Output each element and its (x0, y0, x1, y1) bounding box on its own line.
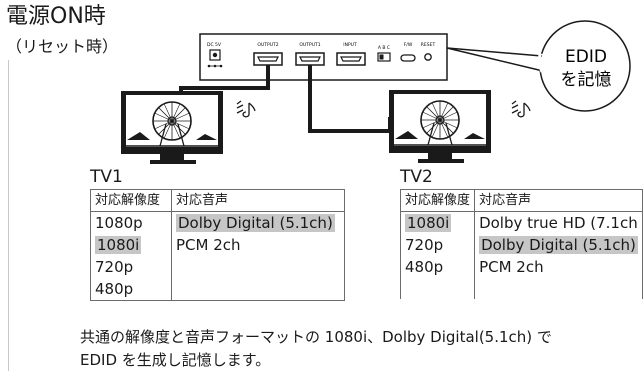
speaker-sound-icon (511, 100, 531, 118)
tv1-res-item: 480p (95, 278, 167, 300)
fw-port (400, 54, 416, 62)
output1-port (295, 52, 325, 66)
tv1-label: TV1 (90, 167, 123, 187)
dc-label: DC 5V (207, 42, 222, 48)
tv2-res-text-highlighted: 1080i (405, 214, 452, 232)
tv1-res-item: 1080p (95, 212, 167, 234)
dip-switch-icon (377, 52, 391, 62)
edid-device: DC 5V OUTPUT2 OUTPUT1 INPUT A B C F/W RE… (199, 33, 448, 81)
power-jack-icon (207, 49, 223, 68)
tv2-audio-text: PCM 2ch (479, 258, 544, 276)
tv2-res-text: 480p (405, 258, 444, 276)
tv1-res-text: 1080p (95, 214, 143, 232)
tv2-spec-table: 対応解像度 対応音声 1080i 720p 480p Dolby true HD… (400, 189, 643, 299)
tv1-audio-text: PCM 2ch (176, 236, 241, 254)
tv1-stand (160, 154, 184, 160)
caption-line1: 共通の解像度と音声フォーマットの 1080i、Dolby Digital(5.1… (80, 328, 552, 346)
tv1-audio-cell: Dolby Digital (5.1ch) PCM 2ch (171, 211, 345, 301)
output2-label: OUTPUT2 (257, 42, 278, 48)
tv2-audio-text-highlighted: Dolby Digital (5.1ch) (479, 236, 638, 254)
page-title: 電源ON時 (6, 4, 106, 29)
abc-label: A B C (378, 45, 390, 51)
callout-pointer-top (446, 47, 543, 57)
tv2-stand (428, 153, 452, 159)
tv2-audio-text: Dolby true HD (7.1ch (479, 214, 638, 232)
tv2-res-item: 1080i (405, 212, 470, 234)
tv2-res-item: 720p (405, 234, 470, 256)
tv1-monitor (121, 91, 223, 164)
page-subtitle: （リセット時） (6, 37, 119, 56)
tv1-res-item: 1080i (95, 234, 167, 256)
ferris-wheel-icon (394, 100, 486, 146)
tv2-audio-item: PCM 2ch (479, 256, 638, 278)
tv2-res-text: 720p (405, 236, 444, 254)
tv1-res-text: 720p (95, 258, 134, 276)
tv2-table-clip: 対応解像度 対応音声 1080i 720p 480p Dolby true HD… (400, 189, 643, 299)
tv1-audio-item: Dolby Digital (5.1ch) (176, 212, 340, 234)
connection-diagram: DC 5V OUTPUT2 OUTPUT1 INPUT A B C F/W RE… (121, 20, 631, 164)
tv2-res-item: 480p (405, 256, 470, 278)
tv2-resolution-cell: 1080i 720p 480p (400, 211, 476, 299)
tv2-base (418, 159, 464, 163)
tv2-audio-item: Dolby true HD (7.1ch (479, 212, 638, 234)
tv2-audio-cell: Dolby true HD (7.1ch Dolby Digital (5.1c… (474, 211, 643, 299)
frame-divider (8, 60, 9, 371)
output2-port (253, 52, 283, 66)
callout-pointer-bottom (446, 47, 544, 72)
tv2-audio-item: Dolby Digital (5.1ch) (479, 234, 638, 256)
tv2-label: TV2 (400, 167, 433, 187)
caption-line2: EDID を生成し記憶します。 (80, 351, 271, 369)
ferris-wheel-icon (126, 101, 218, 147)
edid-callout: EDID を記憶 (446, 20, 631, 112)
tv2-col-resolution: 対応解像度 (400, 189, 476, 212)
callout-line1: EDID (565, 47, 607, 67)
tv1-col-resolution: 対応解像度 (90, 189, 172, 212)
output1-label: OUTPUT1 (299, 42, 320, 48)
reset-button (424, 53, 432, 61)
tv1-resolution-cell: 1080p 1080i 720p 480p (90, 211, 172, 301)
tv1-res-item: 720p (95, 256, 167, 278)
tv1-res-text-highlighted: 1080i (95, 236, 142, 254)
tv1-audio-item: PCM 2ch (176, 234, 340, 256)
reset-label: RESET (421, 42, 436, 48)
tv2-monitor (389, 90, 491, 163)
tv1-base (150, 160, 196, 164)
tv1-res-text: 480p (95, 280, 134, 298)
tv1-col-audio: 対応音声 (171, 189, 345, 212)
input-label: INPUT (343, 42, 357, 48)
tv2-col-audio: 対応音声 (474, 189, 643, 212)
tv1-spec-table: 対応解像度 対応音声 1080p 1080i 720p 480p Dolby D… (90, 189, 345, 301)
speaker-sound-icon (236, 100, 256, 118)
fw-label: F/W (404, 42, 413, 48)
input-port (336, 52, 366, 66)
callout-line2: を記憶 (561, 70, 612, 90)
tv1-audio-text-highlighted: Dolby Digital (5.1ch) (176, 214, 335, 232)
